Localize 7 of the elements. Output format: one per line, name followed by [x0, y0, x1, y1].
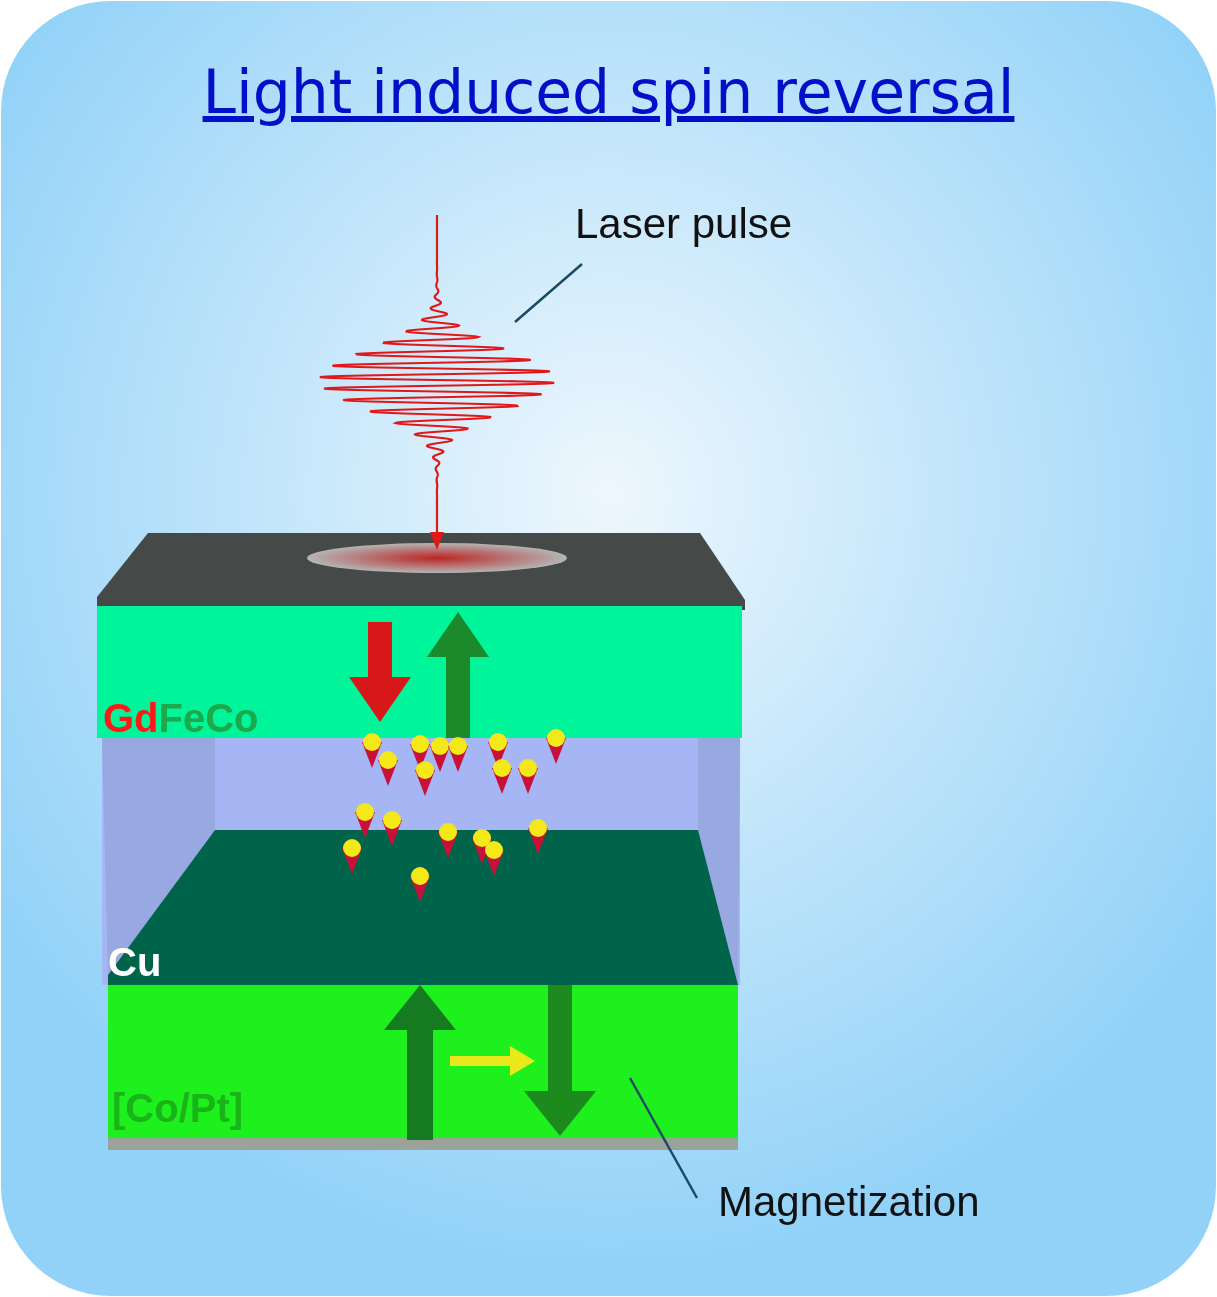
- layer-label: GdFeCo: [103, 698, 259, 738]
- callout-label: Magnetization: [718, 1181, 980, 1223]
- laser-pulse-drawing: [318, 214, 556, 550]
- layer-label: [Co/Pt]: [112, 1088, 244, 1128]
- leader-line: [628, 1077, 699, 1199]
- callout-label: Laser pulse: [575, 203, 793, 245]
- leader-line: [514, 263, 583, 323]
